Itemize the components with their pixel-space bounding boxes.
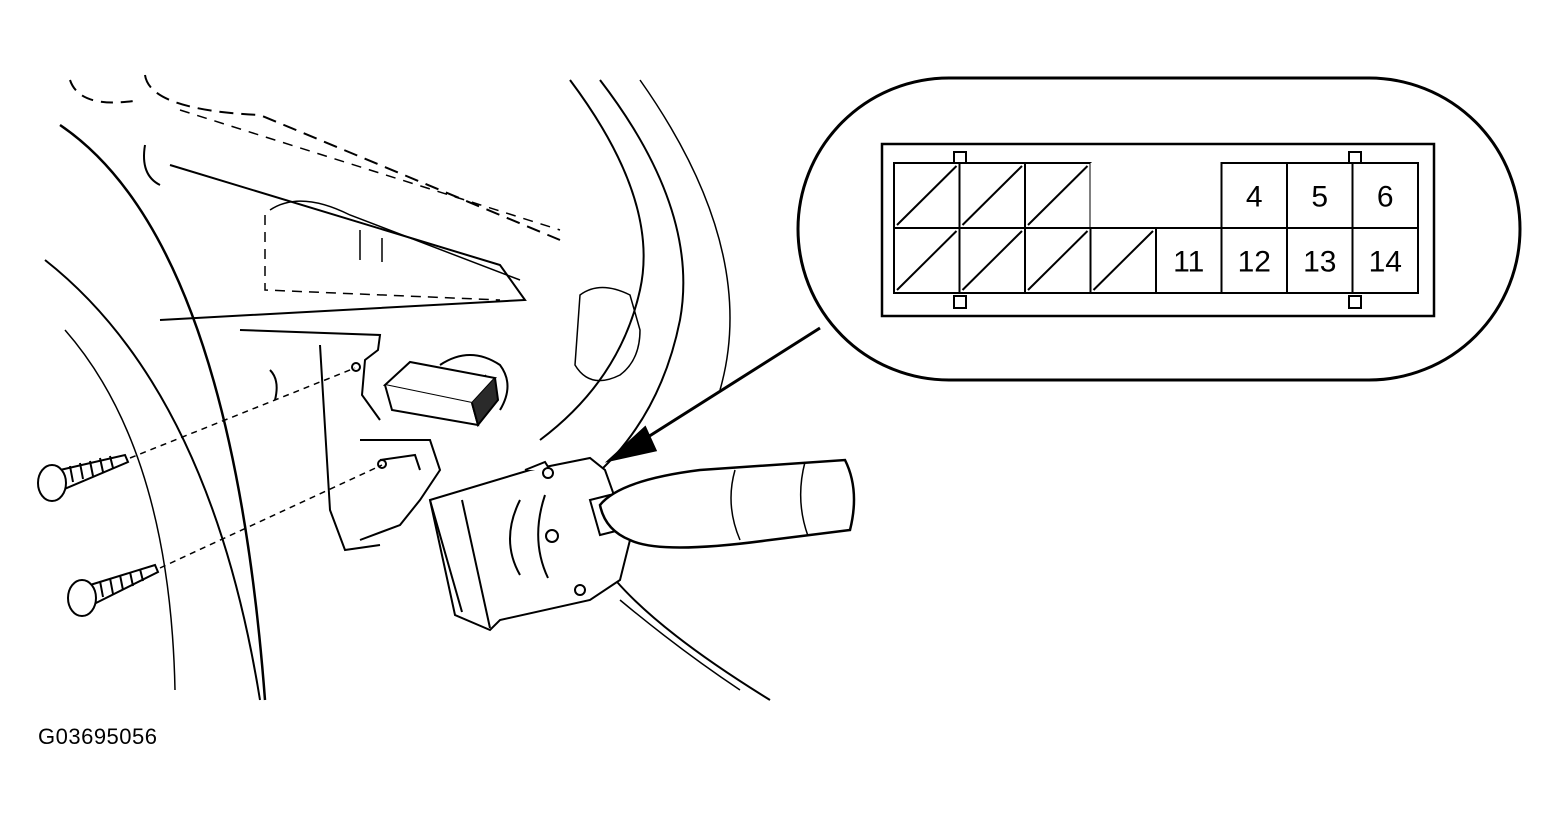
pin-number-label: 5: [1311, 181, 1328, 214]
connector-detail-bubble: 4 5 6 11 12 13 14: [796, 76, 1522, 382]
top-row-cavity: [1090, 163, 1222, 228]
mounting-bracket: [239, 329, 442, 552]
unused-cavity-hatch: [896, 165, 958, 226]
unused-cavity-hatch: [961, 165, 1023, 226]
unused-cavity-hatch: [961, 230, 1023, 291]
figure-id-label: G03695056: [38, 724, 158, 749]
harness-connector: [382, 360, 500, 428]
bottom-row-cavity: [1220, 227, 1288, 294]
screw-upper: [37, 453, 130, 502]
top-row-cavity: [1351, 162, 1419, 229]
top-row-cavity: [1286, 162, 1354, 229]
unused-cavity-hatch: [1027, 165, 1089, 226]
screw-lower: [67, 563, 160, 617]
unused-cavity-hatch: [1092, 230, 1154, 291]
pin-number-label: 13: [1303, 246, 1336, 279]
top-row-cavity: [1220, 162, 1288, 229]
detail-pointer-arrow: [604, 326, 821, 463]
bottom-row-cavity: [1351, 227, 1419, 294]
bottom-row-cavity: [1155, 227, 1223, 294]
unused-cavity-hatch: [896, 230, 958, 291]
unused-cavity-hatch: [1027, 230, 1089, 291]
pin-number-label: 14: [1369, 246, 1402, 279]
steering-column-outline: [44, 74, 771, 701]
locking-tab: [953, 295, 967, 309]
pin-number-label: 6: [1377, 181, 1394, 214]
switch-lever: [598, 458, 856, 549]
locking-tab: [1348, 295, 1362, 309]
pin-number-label: 11: [1173, 246, 1204, 279]
combination-switch: [428, 456, 632, 632]
pin-number-label: 12: [1238, 246, 1271, 279]
bottom-row-cavity: [1286, 227, 1354, 294]
pin-number-label: 4: [1246, 181, 1263, 214]
screw-alignment-lines: [129, 367, 383, 569]
